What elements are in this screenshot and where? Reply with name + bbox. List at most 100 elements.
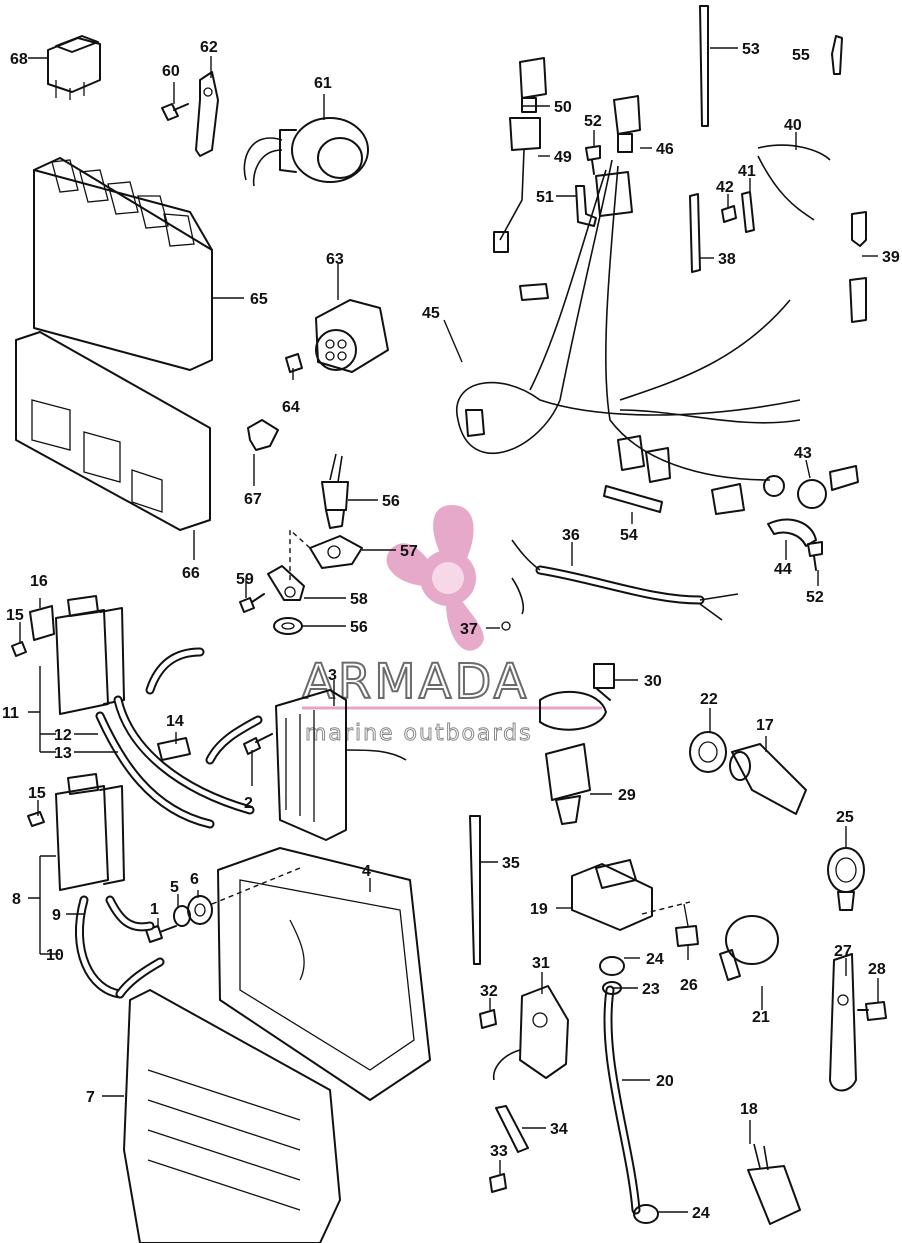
part-56b-grommet (273, 617, 303, 635)
part-60-screw (161, 103, 189, 121)
part-30-screw (593, 663, 615, 701)
callout-27: 27 (834, 943, 852, 960)
propeller-logo-icon (386, 505, 484, 651)
callout-38: 38 (718, 251, 736, 268)
watermark-subtitle: marine outboards (305, 721, 533, 746)
part-42-screw (721, 205, 737, 223)
callout-34: 34 (550, 1121, 568, 1138)
part-26-cap (675, 903, 699, 947)
callout-42: 42 (716, 179, 734, 196)
part-50-connector (519, 57, 547, 113)
part-31-bracket (492, 985, 569, 1081)
callout-31: 31 (532, 955, 550, 972)
callout-64: 64 (282, 399, 300, 416)
part-51-bracket (575, 185, 597, 227)
part-18-sensor (747, 1143, 801, 1225)
part-41-strap (741, 191, 755, 233)
callout-23: 23 (642, 981, 660, 998)
callout-26: 26 (680, 977, 698, 994)
callout-33: 33 (490, 1143, 508, 1160)
callout-46: 46 (656, 141, 674, 158)
callout-43: 43 (794, 445, 812, 462)
part-34-strap (495, 1105, 529, 1153)
callout-67: 67 (244, 491, 262, 508)
part-40-wire (757, 144, 831, 221)
part-4-bracket (217, 847, 431, 1101)
callout-66: 66 (182, 565, 200, 582)
part-14-clip (157, 737, 191, 761)
part-46-connector (613, 95, 641, 153)
callout-52a: 52 (584, 113, 602, 130)
callout-21: 21 (752, 1009, 770, 1026)
part-27-clamp (829, 953, 857, 1092)
part-49-connector (493, 117, 541, 253)
part-28-screw (857, 1001, 887, 1021)
callout-18: 18 (740, 1101, 758, 1118)
callout-2: 2 (244, 795, 253, 812)
callout-10: 10 (46, 947, 64, 964)
part-33-screw (489, 1173, 507, 1193)
callout-16: 16 (30, 573, 48, 590)
part-62-clamp (195, 71, 219, 157)
callout-49: 49 (554, 149, 572, 166)
callout-25: 25 (836, 809, 854, 826)
part-16-bracket (29, 605, 55, 641)
part-43-connector-cap (763, 465, 859, 509)
callout-30: 30 (644, 673, 662, 690)
callout-65: 65 (250, 291, 268, 308)
part-11-ignition-coil (55, 595, 125, 715)
part-58-clamp (267, 565, 305, 601)
callout-61: 61 (314, 75, 332, 92)
callout-57: 57 (400, 543, 418, 560)
part-24b-clamp (633, 1204, 659, 1224)
leader-lines (19, 47, 879, 1213)
part-37-terminal (501, 577, 525, 631)
callout-17: 17 (756, 717, 774, 734)
callout-52b: 52 (806, 589, 824, 606)
part-15a-screw (11, 641, 27, 657)
part-12-13-hoses (95, 647, 263, 829)
part-38-strap (689, 193, 701, 273)
part-8-ignition-coil (55, 773, 125, 891)
part-30-plate (539, 690, 607, 731)
callout-39: 39 (882, 249, 900, 266)
callout-58: 58 (350, 591, 368, 608)
callout-5: 5 (170, 879, 179, 896)
callout-9: 9 (52, 907, 61, 924)
callout-28: 28 (868, 961, 886, 978)
part-17-switch (729, 743, 807, 815)
part-68-switch (47, 35, 101, 100)
part-63-connector (315, 299, 389, 373)
part-21-sensor (719, 915, 779, 981)
part-35-cable-tie (469, 815, 481, 965)
watermark-title: ARMADA (302, 654, 529, 710)
part-67-clip (247, 419, 279, 451)
part-23-20-hose (602, 981, 641, 1215)
part-59-screw (239, 593, 265, 613)
callout-4: 4 (362, 863, 371, 880)
callout-14: 14 (166, 713, 184, 730)
callout-13: 13 (54, 745, 72, 762)
callout-15a: 15 (6, 607, 24, 624)
callout-44: 44 (774, 561, 792, 578)
part-15b-screw (27, 811, 45, 827)
callout-19: 19 (530, 901, 548, 918)
callout-55: 55 (792, 47, 810, 64)
callout-45: 45 (422, 305, 440, 322)
part-53-cable-tie (699, 5, 709, 127)
part-36-cable (511, 539, 739, 621)
part-65-control-unit (33, 157, 213, 371)
part-22-washer (689, 731, 727, 773)
part-56-sensor (321, 453, 349, 529)
part-45-wire-harness (455, 159, 801, 515)
callout-6: 6 (190, 871, 199, 888)
callout-35: 35 (502, 855, 520, 872)
part-7-cover (123, 989, 341, 1243)
callout-37: 37 (460, 621, 478, 638)
part-57-plate (289, 528, 363, 584)
callout-51: 51 (536, 189, 554, 206)
callout-12: 12 (54, 727, 72, 744)
part-32-screw (479, 1009, 497, 1029)
callout-3: 3 (328, 667, 337, 684)
